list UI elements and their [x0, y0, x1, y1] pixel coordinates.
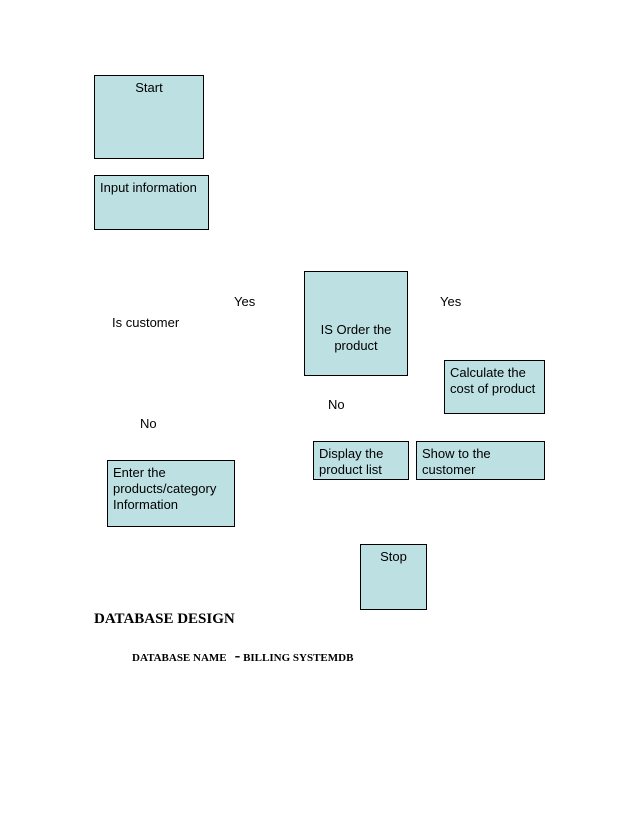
start-label: Start — [135, 80, 163, 95]
is-order-product-box: IS Order the product — [304, 271, 408, 376]
stop-box: Stop — [360, 544, 427, 610]
stop-label: Stop — [380, 549, 407, 564]
no-left-label: No — [140, 416, 157, 431]
display-product-list-box: Display the product list — [313, 441, 409, 480]
yes-right-label: Yes — [440, 294, 462, 309]
database-name-label: DATABASE NAME — [132, 652, 227, 664]
database-name-value: BILLING SYSTEMDB — [243, 652, 354, 664]
show-line2: customer — [422, 462, 476, 477]
is-order-line1: IS Order the — [320, 322, 392, 337]
is-order-line2: product — [334, 338, 378, 353]
display-line1: Display the — [319, 446, 384, 461]
is-customer-label: Is customer — [112, 315, 180, 330]
input-information-box: Input information — [94, 175, 209, 230]
calculate-cost-box: Calculate the cost of product — [444, 360, 545, 414]
start-box: Start — [94, 75, 204, 159]
yes-left-label: Yes — [234, 294, 256, 309]
enter-products-box: Enter the products/category Information — [107, 460, 235, 527]
database-design-heading: DATABASE DESIGN — [94, 611, 235, 627]
show-line1: Show to the — [422, 446, 491, 461]
no-middle-label: No — [328, 397, 345, 412]
enter-line2: products/category — [113, 481, 217, 496]
show-to-customer-box: Show to the customer — [416, 441, 545, 480]
display-line2: product list — [319, 462, 382, 477]
input-information-label: Input information — [100, 180, 197, 195]
database-name-line: DATABASE NAME- BILLING SYSTEMDB — [132, 646, 353, 666]
enter-line3: Information — [113, 497, 179, 512]
enter-line1: Enter the — [113, 465, 166, 480]
calculate-line2: cost of product — [450, 381, 536, 396]
calculate-line1: Calculate the — [450, 365, 526, 380]
database-name-dash: - — [234, 646, 241, 665]
